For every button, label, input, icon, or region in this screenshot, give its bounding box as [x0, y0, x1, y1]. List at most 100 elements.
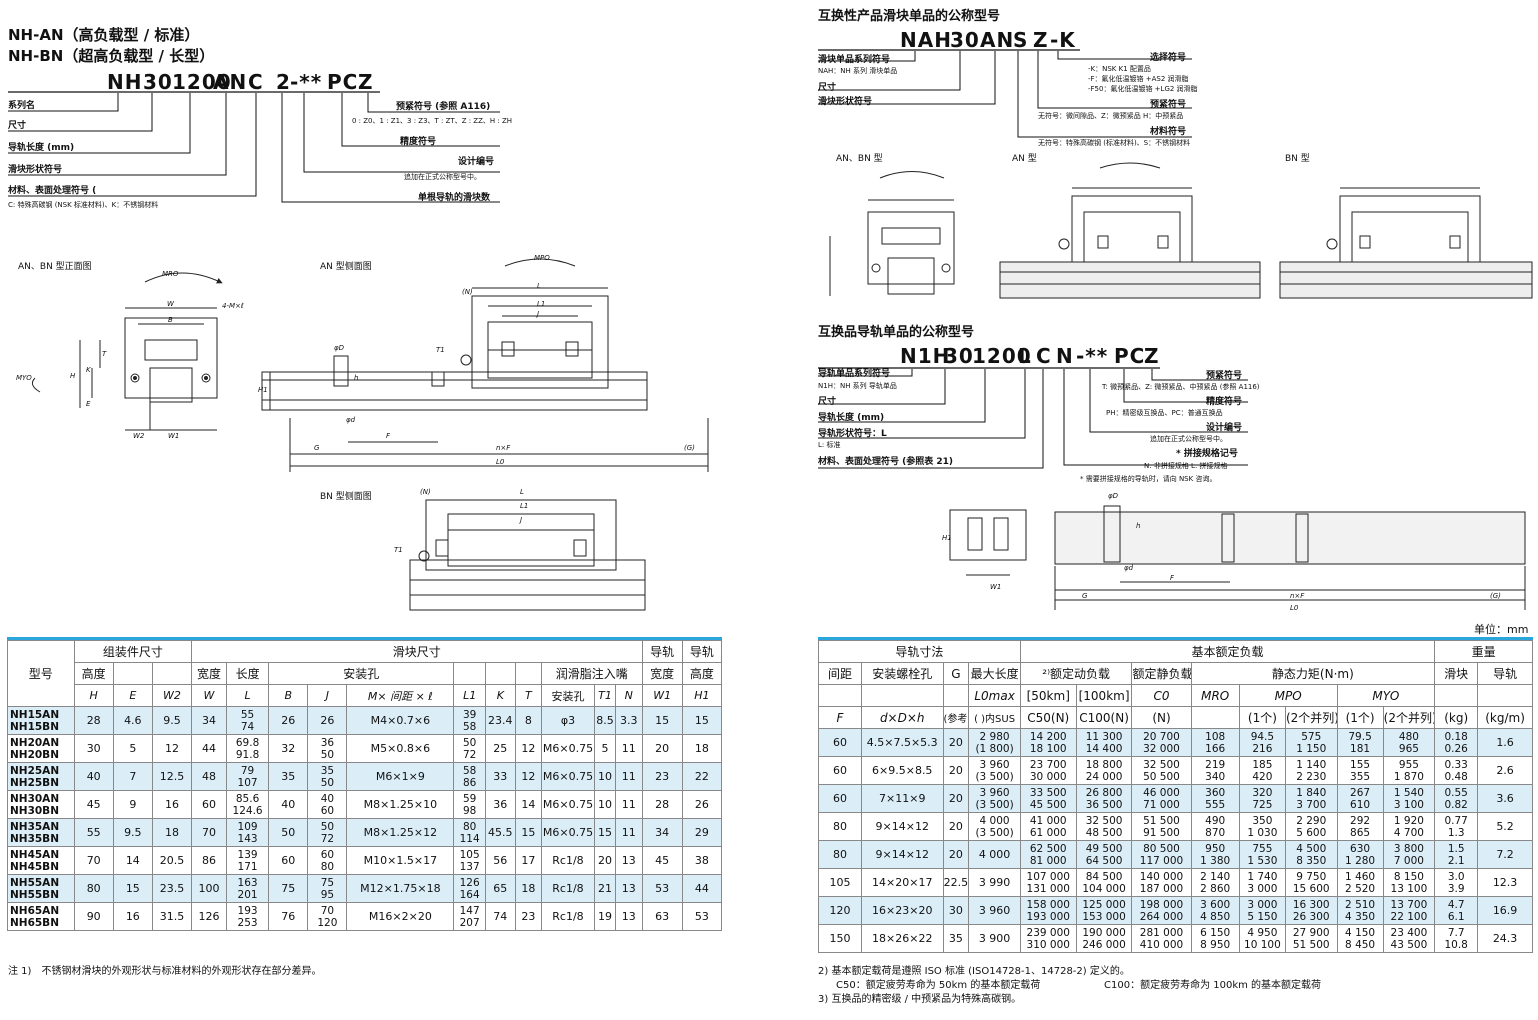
rdim-g: G [1082, 592, 1088, 600]
dim-g: G [314, 444, 320, 452]
lt-s-install: 安装孔 [541, 684, 595, 707]
cell-k: 36 [485, 790, 516, 819]
dim-bn-j: J [520, 516, 523, 524]
cell-e: 15 [112, 874, 153, 903]
bl-series-detail: NAH：NH 系列 滑块单品 [818, 67, 898, 75]
cell-k: 25 [485, 734, 516, 763]
cell-ddh: 6×9.5×8.5 [860, 756, 944, 785]
cell-w2: 18 [151, 818, 193, 847]
dim-bn-l: L [520, 488, 524, 496]
cell-h: 28 [73, 706, 114, 735]
cell-h: 70 [73, 846, 114, 875]
cell-rail-weight: 3.6 [1477, 784, 1533, 813]
lt-s-l: L [225, 684, 270, 707]
rt-s-ddh: d×D×h [860, 706, 944, 729]
label-blocks-per-rail: 单根导轨的滑块数 [418, 193, 491, 203]
rcode-material: C [1036, 344, 1052, 368]
cell-t: 14 [514, 790, 543, 819]
cell-m: M6×1×9 [346, 762, 455, 791]
cell-rail-weight: 7.2 [1477, 840, 1533, 869]
cell-g: 20 [942, 756, 970, 785]
cell-rail-weight: 5.2 [1477, 812, 1533, 841]
cell-w2: 16 [151, 790, 193, 819]
lt-h-rail-height: 高度 [681, 662, 723, 685]
label-rail-length: 导轨长度 (mm) [8, 143, 75, 153]
cell-e: 16 [112, 902, 153, 931]
cell-f: 60 [818, 756, 862, 785]
cell-b: 26 [268, 706, 309, 735]
rdim-phid: φD [1108, 492, 1119, 500]
cell-f: 80 [818, 840, 862, 869]
br-material-detail: 无符号：特殊高碳钢 (标准材料)、S：不锈钢材料 [1038, 139, 1191, 147]
rcode-shape: L [1018, 344, 1032, 368]
rt-s-sus: ( )内SUS [968, 706, 1021, 729]
lt-s-h: H [73, 684, 114, 707]
rt-h-100km: [100km] [1075, 684, 1133, 707]
dim-bn-l1: L1 [520, 502, 529, 510]
rt-h-lomax: L0max [968, 684, 1021, 707]
cell-h: 40 [73, 762, 114, 791]
rt-h-bolt: 安装螺栓孔 [860, 662, 944, 685]
cell-grease: φ3 [541, 706, 595, 735]
bl-shape: 滑块形状符号 [818, 97, 873, 107]
code-length: 1200 [172, 70, 232, 94]
cell-m: M10×1.5×17 [346, 846, 455, 875]
dim-b: B [168, 316, 173, 324]
cell-w1: 28 [641, 790, 683, 819]
rl-length: 导轨长度 (mm) [818, 413, 885, 423]
rt-s-mpo1: (1个) [1238, 706, 1286, 729]
rdim-g-paren: (G) [1490, 592, 1501, 600]
rt-h-myo: MYO [1336, 684, 1436, 707]
cell-m: M5×0.8×6 [346, 734, 455, 763]
cell-t: 23 [514, 902, 543, 931]
cell-w1: 20 [641, 734, 683, 763]
cell-h: 30 [73, 734, 114, 763]
label-material-detail: C: 特殊高碳钢 (NSK 标准材料)、K：不锈钢材料 [8, 201, 159, 209]
cell-t1: 10 [593, 790, 617, 819]
note-2: 2) 基本额定载荷是遵照 ISO 标准 (ISO14728-1、14728-2)… [818, 966, 1130, 977]
rt-h-50km: [50km] [1019, 684, 1077, 707]
rt-s-c50: C50(N) [1019, 706, 1077, 729]
right-spec-table: 导轨寸法 基本额定负载 重量 间距 安装螺栓孔 G 最大长度 ²⁾额定动负载 额… [818, 640, 1533, 953]
rdim-nxf: n×F [1290, 592, 1305, 600]
cell-g: 35 [942, 924, 970, 953]
dim-mro: MRO [162, 270, 179, 278]
cell-w: 60 [191, 790, 227, 819]
rdim-h: h [1136, 522, 1141, 530]
rt-h-load: 基本额定负载 [1019, 640, 1436, 663]
cell-w2: 9.5 [151, 706, 193, 735]
cell-g: 20 [942, 812, 970, 841]
